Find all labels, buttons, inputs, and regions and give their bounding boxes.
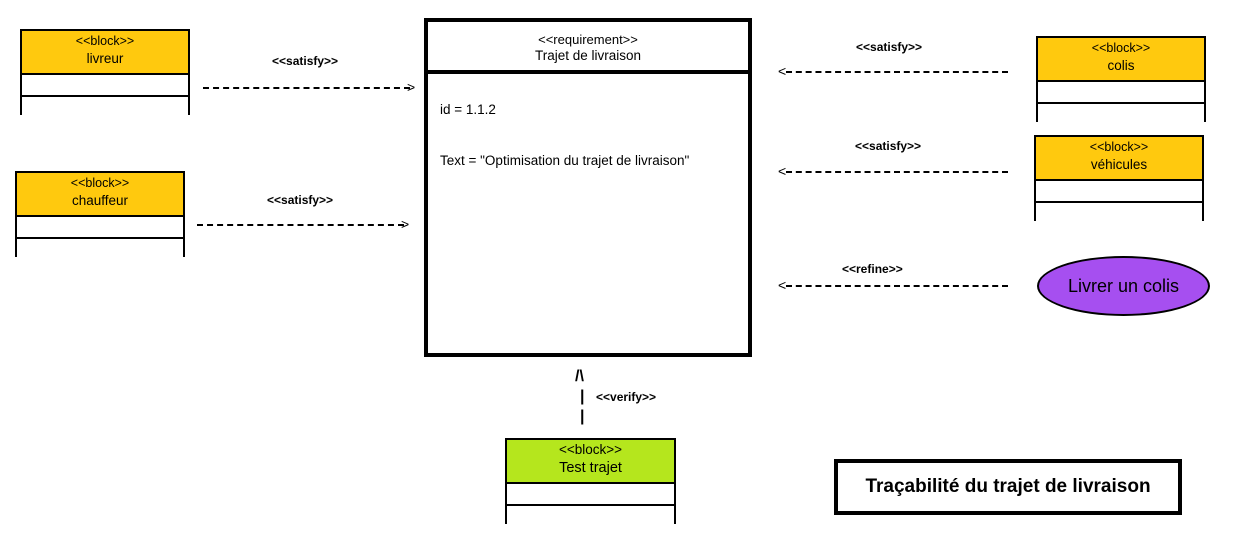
- verify-arrowhead-icon: /\: [575, 368, 584, 385]
- block-compartment: [22, 75, 188, 95]
- verify-dash: |: [580, 408, 585, 425]
- block-compartment: [17, 237, 183, 257]
- satisfy-label-chauffeur: <<satisfy>>: [267, 193, 334, 207]
- satisfy-arrow-colis: [786, 71, 1008, 73]
- block-stereotype: <<block>>: [558, 442, 623, 457]
- block-compartment: [1036, 181, 1202, 201]
- requirement-stereotype: <<requirement>>: [538, 32, 638, 47]
- arrowhead-icon: <: [778, 163, 787, 179]
- arrowhead-icon: <: [778, 63, 787, 79]
- diagram-title: Traçabilité du trajet de livraison: [834, 459, 1182, 515]
- block-livreur[interactable]: <<block>> livreur: [20, 29, 190, 115]
- block-name: véhicules: [1090, 157, 1148, 172]
- block-livreur-header: <<block>> livreur: [22, 31, 188, 75]
- verify-dash: |: [580, 388, 585, 405]
- block-colis[interactable]: <<block>> colis: [1036, 36, 1206, 122]
- satisfy-label-colis: <<satisfy>>: [856, 40, 923, 54]
- block-compartment: [22, 95, 188, 115]
- block-stereotype: <<block>>: [75, 34, 135, 48]
- block-test-trajet-header: <<block>> Test trajet: [507, 440, 674, 484]
- block-compartment: [507, 484, 674, 504]
- block-stereotype: <<block>>: [1089, 140, 1149, 154]
- block-compartment: [1038, 82, 1204, 102]
- block-name: livreur: [86, 51, 124, 66]
- satisfy-label-vehicules: <<satisfy>>: [855, 139, 922, 153]
- block-chauffeur[interactable]: <<block>> chauffeur: [15, 171, 185, 257]
- diagram-title-text: Traçabilité du trajet de livraison: [865, 476, 1151, 497]
- block-stereotype: <<block>>: [70, 176, 130, 190]
- usecase-name: Livrer un colis: [1067, 275, 1180, 296]
- block-name: colis: [1107, 58, 1135, 73]
- block-vehicules[interactable]: <<block>> véhicules: [1034, 135, 1204, 221]
- block-vehicules-header: <<block>> véhicules: [1036, 137, 1202, 181]
- block-name: Test trajet: [559, 460, 622, 476]
- requirement-name: Trajet de livraison: [534, 48, 642, 63]
- block-name: chauffeur: [71, 193, 129, 208]
- refine-arrow: [786, 285, 1008, 287]
- satisfy-label-livreur: <<satisfy>>: [272, 54, 339, 68]
- arrowhead-icon: >: [401, 216, 410, 232]
- usecase-livrer-un-colis[interactable]: Livrer un colis: [1037, 256, 1210, 316]
- block-colis-header: <<block>> colis: [1038, 38, 1204, 82]
- refine-label: <<refine>>: [842, 262, 903, 276]
- block-compartment: [1038, 102, 1204, 122]
- verify-label: <<verify>>: [596, 390, 657, 404]
- requirement-trajet-de-livraison[interactable]: <<requirement>> Trajet de livraison id =…: [424, 18, 752, 357]
- block-test-trajet[interactable]: <<block>> Test trajet: [505, 438, 676, 524]
- satisfy-arrow-livreur: [203, 87, 410, 89]
- block-compartment: [1036, 201, 1202, 221]
- requirement-header: <<requirement>> Trajet de livraison: [428, 22, 748, 74]
- requirement-text: Text = "Optimisation du trajet de livrai…: [440, 153, 690, 168]
- block-chauffeur-header: <<block>> chauffeur: [17, 173, 183, 217]
- arrowhead-icon: >: [407, 79, 416, 95]
- satisfy-arrow-chauffeur: [197, 224, 404, 226]
- block-stereotype: <<block>>: [1091, 41, 1151, 55]
- block-compartment: [17, 217, 183, 237]
- arrowhead-icon: <: [778, 277, 787, 293]
- satisfy-arrow-vehicules: [786, 171, 1008, 173]
- requirement-id: id = 1.1.2: [440, 102, 496, 117]
- block-compartment: [507, 504, 674, 524]
